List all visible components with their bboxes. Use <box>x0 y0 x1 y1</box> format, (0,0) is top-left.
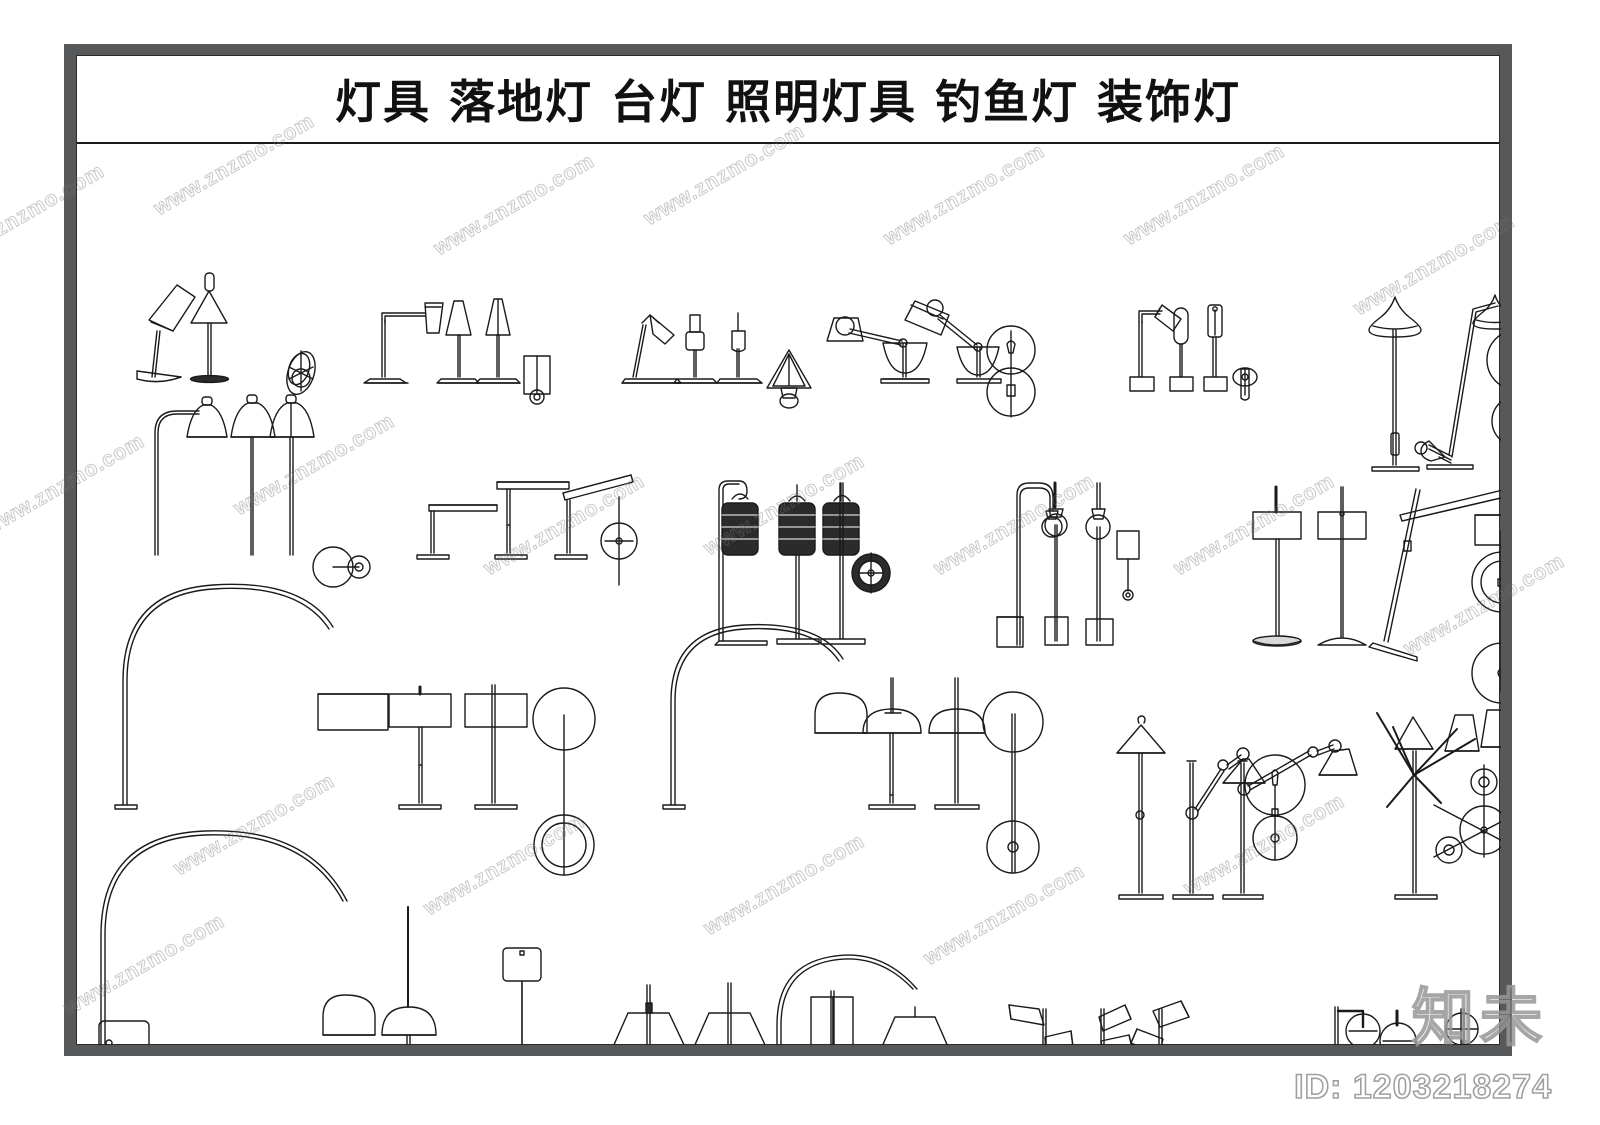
lamp-arc-trapezoid <box>776 954 949 1045</box>
uplighter-tbar-tall <box>494 481 570 560</box>
lamp-swing-arm-dome-2 <box>904 299 1002 384</box>
plan-two-circle-fixture <box>312 546 371 588</box>
pendant-small-rect-shade <box>1116 530 1140 601</box>
lamp-arc-dome-large <box>662 623 868 810</box>
plan-mesh-ring-fixture <box>851 552 891 594</box>
lamp-angled-head-floor <box>136 284 196 383</box>
uplighter-tbar-short <box>416 504 498 560</box>
lamp-counterbalance-boom <box>1368 488 1501 662</box>
lamp-dome-pendant-block <box>381 906 437 1045</box>
lamp-hook-arm-lantern <box>714 480 768 646</box>
lamp-tapered-shade-b <box>475 298 521 384</box>
lamp-articulated-task-2 <box>1222 739 1358 900</box>
plan-circle-bar-fixture <box>600 496 638 586</box>
lamp-cantilever-arm <box>363 302 444 384</box>
lamp-capsule-shade <box>1169 307 1194 392</box>
lamp-mantis-counterweight <box>1414 294 1501 470</box>
lamp-drum-side <box>1317 486 1367 646</box>
lamp-bare-bulb-2 <box>1085 482 1114 646</box>
lamp-tilted-head-reading <box>621 314 682 384</box>
lamp-swing-arm-dome-1 <box>826 316 930 384</box>
plan-bulb-in-circle <box>1244 754 1306 861</box>
lamp-dome-floor-1 <box>862 677 922 810</box>
plan-triangular-pendant <box>766 349 812 409</box>
lamp-cone-shade-floor <box>189 272 230 384</box>
lamp-bent-neck-spot <box>1129 304 1182 392</box>
lamp-drum-front <box>1252 485 1302 647</box>
lamp-bell-front <box>230 394 276 556</box>
sheet-frame: 灯具 落地灯 台灯 照明灯具 钓鱼灯 装饰灯 <box>64 44 1512 1056</box>
lamp-slot-head <box>1203 304 1228 392</box>
plan-circle-pair-large <box>1486 333 1501 442</box>
sheet-id-label: ID: 1203218274 <box>1293 1067 1552 1107</box>
lamp-thin-pole <box>716 312 763 384</box>
lamp-arc-rect-shade-large <box>114 583 389 810</box>
lamp-three-globe-branch <box>1334 1006 1381 1045</box>
plan-circle-pendant-pair <box>986 325 1036 418</box>
title-block: 灯具 落地灯 台灯 照明灯具 钓鱼灯 装饰灯 <box>77 56 1499 144</box>
lamp-three-globe-stack-2 <box>1445 1008 1479 1045</box>
lamp-cone-uplighter <box>1116 715 1166 900</box>
lamp-elevations-svg <box>98 272 1501 1045</box>
lamp-bare-bulb-1 <box>1044 481 1069 646</box>
lamp-tapered-shade-a <box>436 300 480 384</box>
lamp-triple-spot-pole-2 <box>1098 1004 1133 1045</box>
lamp-gooseneck-bulb <box>996 482 1063 648</box>
lamp-rect-shade-floor-1 <box>388 685 452 810</box>
lamp-tall-arc-dome <box>98 830 376 1045</box>
plan-small-circle-fixture <box>1232 367 1258 401</box>
lamp-trumpet-uplighter <box>1368 296 1422 472</box>
plan-circle-and-disc <box>982 691 1044 874</box>
plan-ring-and-circle <box>1471 530 1501 704</box>
lamp-mesh-lantern-1 <box>776 484 820 645</box>
lamp-cylinder-shade <box>673 314 718 384</box>
lamp-three-cone-multiarm <box>1376 709 1501 900</box>
lamp-mesh-lantern-2 <box>820 482 866 645</box>
lamp-triple-spot-pole-3 <box>1130 1000 1190 1045</box>
plan-circle-and-ring <box>532 687 596 876</box>
plan-oval-fixture <box>286 350 316 396</box>
lamp-three-globe-stack-1 <box>1379 1009 1417 1045</box>
plan-three-spot-rosette <box>1433 764 1501 864</box>
lamp-triple-spot-pole-1 <box>1008 1004 1074 1045</box>
pendant-box-shade-ring <box>502 947 542 1045</box>
uplighter-angled-bar <box>554 474 634 560</box>
lamp-curved-neck-bell <box>154 396 228 556</box>
lamp-trapezoid-section <box>694 982 766 1045</box>
page-title: 灯具 落地灯 台灯 照明灯具 钓鱼灯 装饰灯 <box>334 75 1242 129</box>
lamp-rect-shade-floor-2 <box>464 684 528 810</box>
cad-canvas <box>77 145 1501 1045</box>
sconce-rect <box>523 355 551 405</box>
lamp-bell-section <box>269 394 315 556</box>
lamp-articulated-task-1 <box>1172 747 1266 900</box>
lamp-dome-floor-2 <box>928 677 986 810</box>
lamp-trapezoid-front <box>613 984 685 1045</box>
sheet-inner: 灯具 落地灯 台灯 照明灯具 钓鱼灯 装饰灯 <box>76 55 1501 1045</box>
